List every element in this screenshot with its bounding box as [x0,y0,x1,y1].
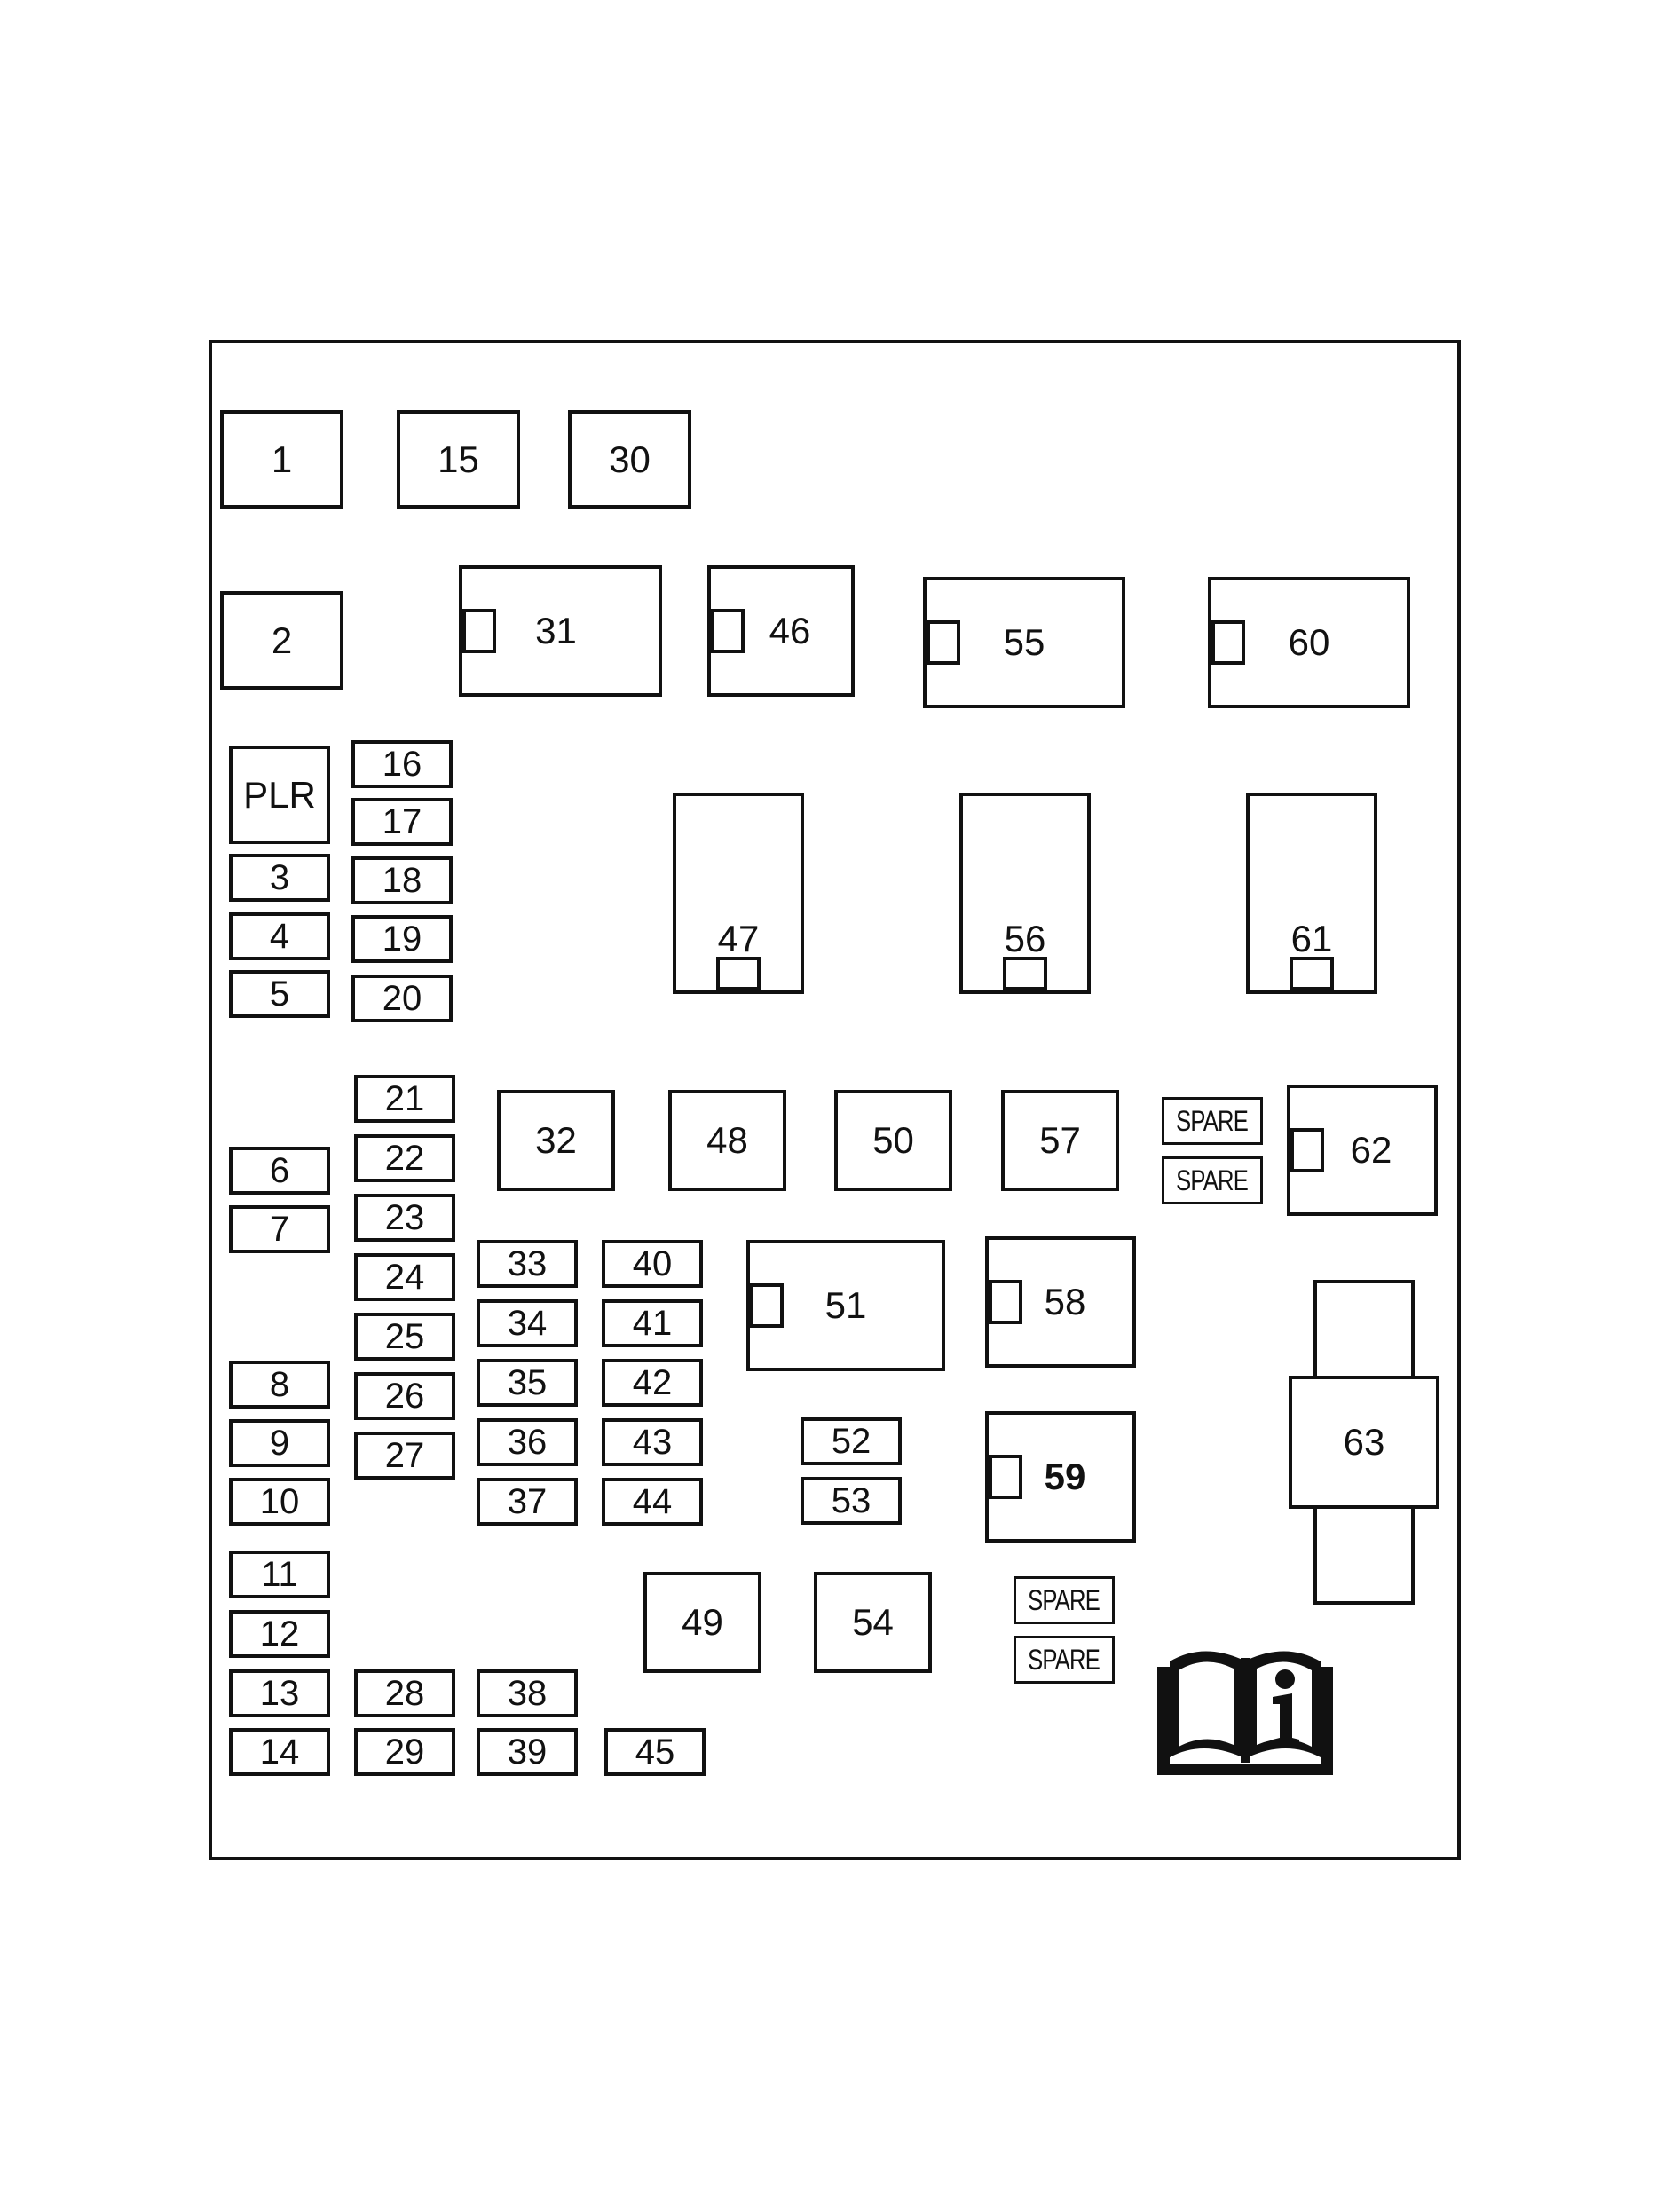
fuse-2: 2 [220,591,343,690]
fuse-48: 48 [668,1090,786,1191]
fuse-53: 53 [801,1477,902,1525]
relay-61: 61 [1246,793,1377,994]
fuse-41: 41 [602,1299,703,1347]
fuse-5: 5 [229,970,330,1018]
plr-box: PLR [229,746,330,844]
fuse-29: 29 [354,1728,455,1776]
relay-47-tab [716,957,761,990]
fuse-6: 6 [229,1147,330,1195]
fuse-52: 52 [801,1417,902,1465]
fuse-33: 33 [477,1240,578,1288]
fuse-39: 39 [477,1728,578,1776]
fuse-16: 16 [351,740,453,788]
fuse-25: 25 [354,1313,455,1361]
fuse-30: 30 [568,410,691,509]
fuse-20: 20 [351,975,453,1022]
fuse-4: 4 [229,912,330,960]
relay-55-tab [927,620,960,665]
fuse-17: 17 [351,798,453,846]
relay-56-tab [1003,957,1047,990]
fuse-40: 40 [602,1240,703,1288]
fuse-45: 45 [604,1728,706,1776]
fuse-44: 44 [602,1478,703,1526]
relay-51: 51 [746,1240,945,1371]
fuse-36: 36 [477,1418,578,1466]
fuse-43: 43 [602,1418,703,1466]
fuse-32: 32 [497,1090,615,1191]
fuse-18: 18 [351,856,453,904]
fuse-26: 26 [354,1372,455,1420]
fuse-22: 22 [354,1134,455,1182]
fuse-9: 9 [229,1419,330,1467]
relay-59: 59 [985,1411,1136,1543]
relay-63: 63 [1289,1376,1439,1509]
relay-63-lower-housing [1313,1505,1415,1605]
fuse-14: 14 [229,1728,330,1776]
relay-51-tab [750,1283,784,1328]
fuse-8: 8 [229,1361,330,1409]
fuse-7: 7 [229,1205,330,1253]
relay-58-tab [989,1280,1022,1324]
relay-58: 58 [985,1236,1136,1368]
fuse-50: 50 [834,1090,952,1191]
fuse-35: 35 [477,1359,578,1407]
fuse-49: 49 [643,1572,761,1673]
spare-slot: SPARE [1162,1097,1263,1145]
fuse-1: 1 [220,410,343,509]
fuse-27: 27 [354,1432,455,1480]
spare-slot: SPARE [1162,1156,1263,1204]
fuse-11: 11 [229,1551,330,1598]
spare-slot: SPARE [1014,1636,1115,1684]
relay-62: 62 [1287,1085,1438,1216]
relay-61-tab [1290,957,1334,990]
fuse-15: 15 [397,410,520,509]
relay-60-tab [1211,620,1245,665]
relay-55: 55 [923,577,1125,708]
fuse-3: 3 [229,854,330,902]
relay-31: 31 [459,565,662,697]
relay-63-upper-housing [1313,1280,1415,1379]
fuse-12: 12 [229,1610,330,1658]
fuse-19: 19 [351,915,453,963]
relay-62-tab [1290,1128,1324,1172]
fuse-57: 57 [1001,1090,1119,1191]
fuse-10: 10 [229,1478,330,1526]
fuse-13: 13 [229,1669,330,1717]
relay-47: 47 [673,793,804,994]
relay-60: 60 [1208,577,1410,708]
owners-manual-info-icon [1157,1651,1333,1775]
fuse-23: 23 [354,1194,455,1242]
relay-46: 46 [707,565,855,697]
fuse-37: 37 [477,1478,578,1526]
fuse-54: 54 [814,1572,932,1673]
relay-31-tab [462,609,496,653]
fuse-24: 24 [354,1253,455,1301]
fuse-28: 28 [354,1669,455,1717]
relay-56: 56 [959,793,1091,994]
relay-59-tab [989,1455,1022,1499]
fuse-21: 21 [354,1075,455,1123]
fuse-38: 38 [477,1669,578,1717]
fuse-34: 34 [477,1299,578,1347]
fuse-block-outline [209,340,1461,1860]
fuse-42: 42 [602,1359,703,1407]
relay-46-tab [711,609,745,653]
spare-slot: SPARE [1014,1576,1115,1624]
